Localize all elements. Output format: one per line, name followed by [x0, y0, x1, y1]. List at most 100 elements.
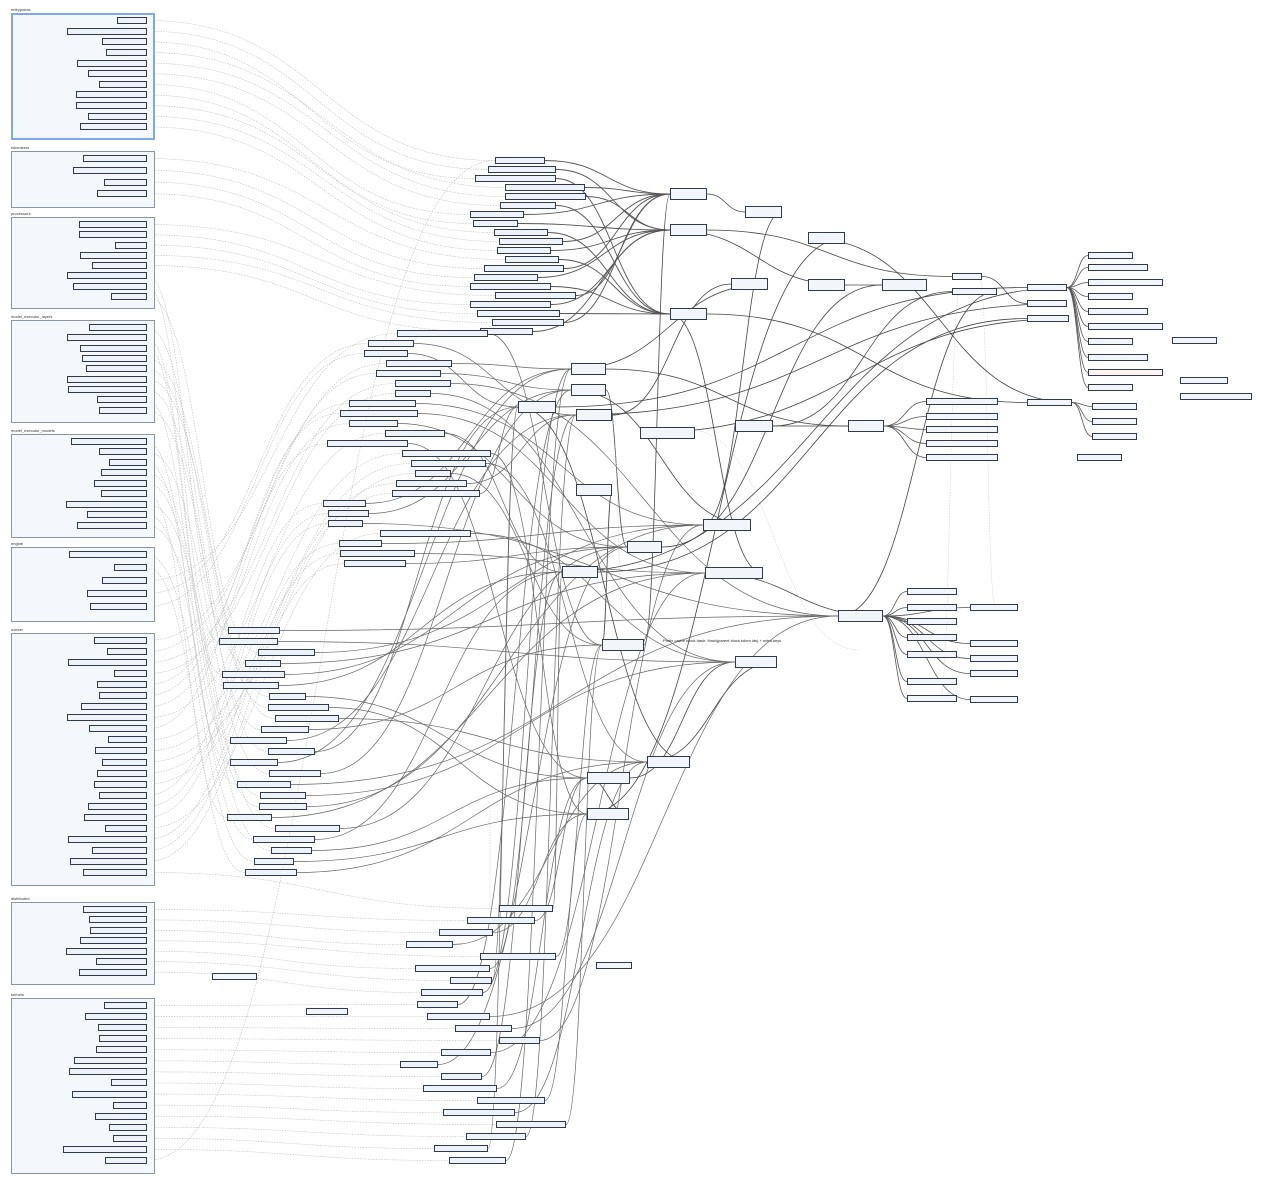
- module-node[interactable]: [95, 1112, 147, 1120]
- module-node[interactable]: [107, 648, 147, 656]
- module-node[interactable]: [1027, 315, 1069, 322]
- module-node[interactable]: [450, 977, 492, 984]
- module-node[interactable]: [259, 803, 307, 810]
- module-node[interactable]: [1088, 264, 1148, 271]
- module-node[interactable]: [99, 448, 147, 456]
- module-node[interactable]: [499, 905, 553, 912]
- module-node[interactable]: [402, 450, 491, 457]
- module-node[interactable]: [406, 941, 453, 948]
- module-node[interactable]: [376, 370, 441, 377]
- module-node[interactable]: [470, 211, 524, 218]
- module-node[interactable]: [261, 726, 309, 733]
- module-node[interactable]: [427, 1013, 490, 1020]
- module-node[interactable]: [1088, 279, 1163, 286]
- module-node[interactable]: [227, 814, 272, 821]
- module-node[interactable]: [495, 292, 576, 299]
- module-node[interactable]: [1172, 337, 1217, 344]
- module-node[interactable]: [222, 671, 285, 678]
- module-node[interactable]: [1088, 354, 1148, 361]
- module-node[interactable]: [441, 1049, 491, 1056]
- module-node[interactable]: [253, 836, 315, 843]
- module-node[interactable]: [571, 363, 606, 375]
- module-node[interactable]: [735, 420, 773, 432]
- module-node[interactable]: [69, 551, 147, 558]
- module-node[interactable]: [1180, 393, 1252, 400]
- module-node[interactable]: [105, 824, 147, 832]
- module-node[interactable]: [470, 301, 551, 308]
- module-node[interactable]: [117, 17, 147, 24]
- module-node[interactable]: [386, 360, 452, 367]
- module-node[interactable]: [380, 530, 471, 537]
- module-node[interactable]: [926, 398, 998, 405]
- module-node[interactable]: [84, 813, 147, 821]
- module-node[interactable]: [306, 1008, 348, 1015]
- module-node[interactable]: [96, 958, 147, 966]
- module-node[interactable]: [907, 604, 957, 611]
- module-node[interactable]: [95, 747, 147, 755]
- module-node[interactable]: [587, 808, 629, 820]
- module-node[interactable]: [484, 265, 564, 272]
- module-node[interactable]: [1088, 338, 1133, 345]
- module-node[interactable]: [411, 460, 486, 467]
- module-node[interactable]: [102, 577, 147, 584]
- module-node[interactable]: [340, 550, 415, 557]
- module-node[interactable]: [111, 292, 147, 300]
- module-node[interactable]: [838, 610, 883, 622]
- module-node[interactable]: [111, 1079, 147, 1087]
- module-node[interactable]: [223, 682, 279, 689]
- module-node[interactable]: [102, 758, 147, 766]
- module-node[interactable]: [340, 410, 418, 417]
- module-node[interactable]: [417, 1001, 458, 1008]
- module-node[interactable]: [97, 769, 147, 777]
- module-node[interactable]: [99, 692, 147, 700]
- module-node[interactable]: [105, 1156, 147, 1164]
- module-node[interactable]: [73, 282, 147, 290]
- module-node[interactable]: [230, 759, 278, 766]
- module-node[interactable]: [76, 102, 147, 110]
- module-node[interactable]: [79, 968, 147, 976]
- module-node[interactable]: [497, 247, 551, 254]
- module-node[interactable]: [77, 59, 147, 67]
- group-box[interactable]: [11, 547, 155, 622]
- module-node[interactable]: [368, 340, 414, 347]
- module-node[interactable]: [87, 511, 147, 519]
- module-node[interactable]: [349, 400, 416, 407]
- module-node[interactable]: [97, 190, 147, 198]
- module-node[interactable]: [77, 521, 147, 529]
- module-node[interactable]: [640, 427, 695, 439]
- module-node[interactable]: [97, 681, 147, 689]
- module-node[interactable]: [496, 1121, 566, 1128]
- module-node[interactable]: [907, 588, 957, 595]
- module-node[interactable]: [228, 627, 280, 634]
- module-node[interactable]: [245, 660, 281, 667]
- module-node[interactable]: [86, 365, 147, 373]
- module-node[interactable]: [254, 858, 294, 865]
- module-node[interactable]: [68, 659, 147, 667]
- module-node[interactable]: [1092, 418, 1137, 425]
- module-node[interactable]: [66, 947, 147, 955]
- module-node[interactable]: [80, 251, 147, 259]
- module-node[interactable]: [441, 1073, 482, 1080]
- module-node[interactable]: [87, 590, 147, 597]
- module-node[interactable]: [74, 1057, 147, 1065]
- module-node[interactable]: [1088, 252, 1133, 259]
- module-node[interactable]: [268, 748, 315, 755]
- module-node[interactable]: [108, 736, 147, 744]
- module-node[interactable]: [562, 566, 598, 578]
- module-node[interactable]: [602, 639, 644, 651]
- module-node[interactable]: [67, 714, 147, 722]
- module-node[interactable]: [970, 696, 1018, 703]
- module-node[interactable]: [364, 350, 408, 357]
- module-node[interactable]: [90, 926, 147, 934]
- module-node[interactable]: [269, 693, 306, 700]
- module-node[interactable]: [735, 656, 777, 668]
- module-node[interactable]: [505, 256, 559, 263]
- module-node[interactable]: [89, 725, 147, 733]
- module-node[interactable]: [102, 38, 147, 46]
- module-node[interactable]: [70, 857, 147, 865]
- module-node[interactable]: [1027, 300, 1067, 307]
- module-node[interactable]: [67, 27, 147, 35]
- module-node[interactable]: [260, 792, 306, 799]
- module-node[interactable]: [99, 406, 147, 414]
- module-node[interactable]: [1092, 403, 1137, 410]
